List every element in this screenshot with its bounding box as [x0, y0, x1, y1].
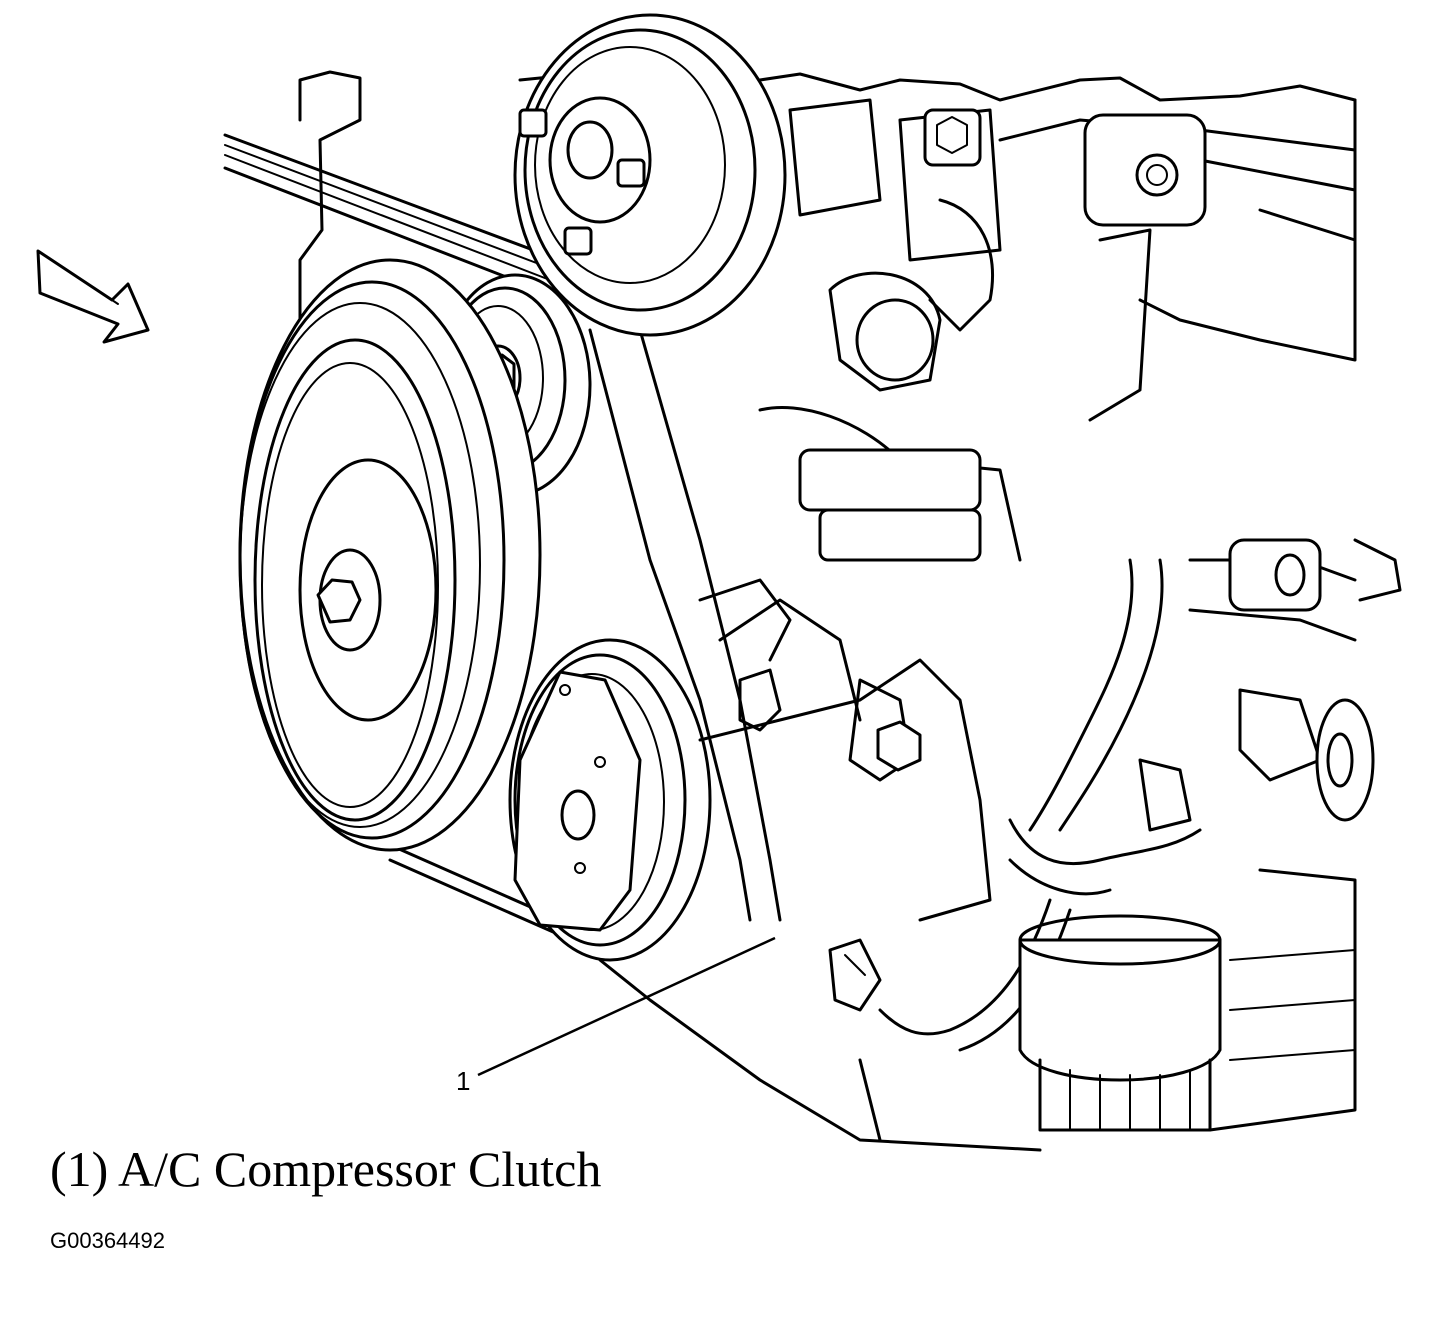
figure-caption: (1) A/C Compressor Clutch	[50, 1141, 602, 1197]
wiring-harness	[828, 538, 1357, 1052]
oil-pan	[598, 538, 1402, 1152]
figure-id: G00364492	[50, 1228, 165, 1253]
callout-number: 1	[456, 1066, 471, 1096]
ac-compressor-pulley	[508, 638, 712, 962]
crankshaft-pulley	[238, 258, 542, 852]
engine-block	[298, 68, 1357, 422]
oil-filter	[1018, 914, 1222, 1132]
view-direction-arrow-icon	[36, 249, 150, 344]
upper-pulley	[513, 13, 787, 337]
ac-compressor-body	[698, 405, 1022, 922]
callout-leader-line	[477, 936, 776, 1077]
